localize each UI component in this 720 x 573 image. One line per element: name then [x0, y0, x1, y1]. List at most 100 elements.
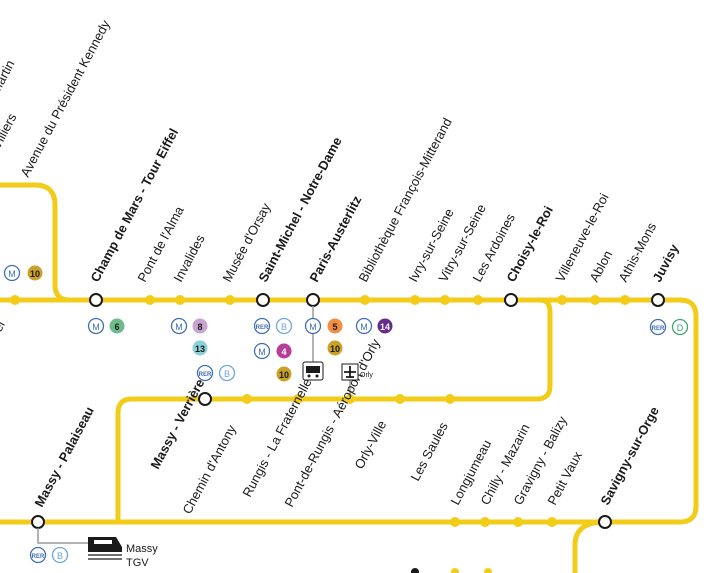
badge-text: 13	[195, 344, 205, 354]
track-top-left-branch	[0, 182, 73, 303]
rer-badge: RER	[29, 546, 47, 564]
station-label: Bibliothèque François-Mitterand	[355, 115, 454, 284]
connector-massy-tgv	[37, 528, 88, 544]
stop-dot	[293, 394, 303, 404]
rer-line-badge: B	[51, 546, 69, 564]
stop-dot	[547, 517, 557, 527]
station-labels: Martin Villiers Avenue du Président Kenn…	[0, 17, 682, 516]
stop-dot	[451, 568, 459, 573]
station-marker-choisy[interactable]	[504, 293, 518, 307]
metro-line-badge: 14	[377, 318, 393, 334]
rer-badge: RER	[253, 317, 271, 335]
badge-text: 10	[30, 269, 40, 279]
stop-dot	[242, 394, 252, 404]
badge-text: RER	[32, 554, 45, 560]
rer-badge: RER	[196, 364, 214, 382]
metro-line-badge: 10	[327, 340, 343, 356]
station-marker-austerlitz[interactable]	[306, 293, 320, 307]
badge-text: 8	[197, 322, 202, 332]
connection-badges: M 10 M 6 M 8 13 RER	[3, 264, 689, 564]
metro-line-badge: 8	[192, 318, 208, 334]
stop-dot	[411, 568, 419, 573]
orly-label: Orly	[360, 372, 373, 379]
station-label: Martin	[0, 57, 18, 96]
station-label: Chemin d'Antony	[179, 422, 239, 517]
station-marker-verrieres[interactable]	[198, 392, 212, 406]
badge-text: M	[309, 322, 317, 332]
badge-text: M	[175, 322, 183, 332]
station-label: Ablon	[586, 248, 615, 284]
station-label: Juvisy	[649, 241, 682, 284]
stop-dot	[620, 295, 630, 305]
badge-text: 10	[330, 344, 340, 354]
metro-badge: M	[87, 317, 105, 335]
badge-text: M	[92, 322, 100, 332]
badge-text: 5	[332, 322, 337, 332]
badge-text: RER	[256, 325, 269, 331]
metro-badge: M	[304, 317, 322, 335]
station-label: Avenue du Président Kennedy	[17, 17, 113, 179]
badge-text: B	[57, 551, 63, 561]
rer-line-badge: B	[275, 317, 293, 335]
airplane-icon	[341, 363, 359, 381]
badge-text: 14	[380, 322, 390, 332]
station-marker-palaiseau[interactable]	[31, 515, 45, 529]
badge-text: 6	[114, 322, 119, 332]
rer-badge: RER	[649, 318, 667, 336]
metro-badge: M	[253, 342, 271, 360]
stop-dot	[145, 295, 155, 305]
station-marker-champ[interactable]	[89, 293, 103, 307]
metro-line-badge: 4	[276, 343, 292, 359]
badge-text: RER	[652, 326, 665, 332]
station-label: Champ de Mars - Tour Eiffel	[87, 126, 181, 285]
badge-text: M	[360, 322, 368, 332]
stop-dot	[445, 394, 455, 404]
station-label: avel	[0, 318, 8, 346]
stop-dot	[440, 295, 450, 305]
track-orly-loop	[115, 297, 553, 525]
stop-dot	[590, 295, 600, 305]
track-south-branch	[572, 519, 608, 573]
badge-text: B	[281, 322, 287, 332]
minor-stops	[10, 295, 630, 527]
tgv-train-icon	[88, 537, 122, 560]
metro-line-badge: 10	[276, 366, 292, 382]
station-marker-stmichel[interactable]	[256, 293, 270, 307]
stop-dot	[450, 517, 460, 527]
badge-text: RER	[199, 372, 212, 378]
stop-dot	[513, 517, 523, 527]
stop-dot	[395, 394, 405, 404]
stop-dot	[484, 568, 492, 573]
rer-line-badge: D	[671, 318, 689, 336]
station-label: Invalides	[170, 232, 208, 285]
stop-dot	[360, 295, 370, 305]
station-label: Paris-Austerlitz	[306, 193, 364, 285]
badge-text: M	[258, 347, 266, 357]
metro-line-badge: 5	[327, 318, 343, 334]
massy-tgv-label: Massy	[126, 543, 158, 555]
stop-dot	[410, 295, 420, 305]
station-marker-savigny[interactable]	[598, 515, 612, 529]
metro-line-badge: 6	[109, 318, 125, 334]
major-stations	[31, 293, 665, 529]
stop-dot	[557, 295, 567, 305]
station-label: Massy - Palaiseau	[31, 404, 97, 509]
stop-dot	[225, 295, 235, 305]
station-marker-juvisy[interactable]	[651, 293, 665, 307]
metro-badge: M	[170, 317, 188, 335]
station-label: Savigny-sur-Orge	[597, 404, 661, 507]
metro-line-badge: 10	[27, 265, 43, 281]
station-label: Petit Vaux	[544, 448, 585, 507]
metro-badge: M	[355, 317, 373, 335]
badge-text: 4	[281, 347, 286, 357]
stop-dot	[473, 295, 483, 305]
badge-text: M	[8, 269, 16, 279]
station-label: Orly-Ville	[351, 418, 389, 471]
station-label: Massy - Verrières	[147, 370, 210, 471]
badge-text: B	[224, 369, 230, 379]
rer-line-badge: B	[218, 364, 236, 382]
stop-dot	[480, 517, 490, 527]
station-label: Villiers	[0, 110, 20, 151]
